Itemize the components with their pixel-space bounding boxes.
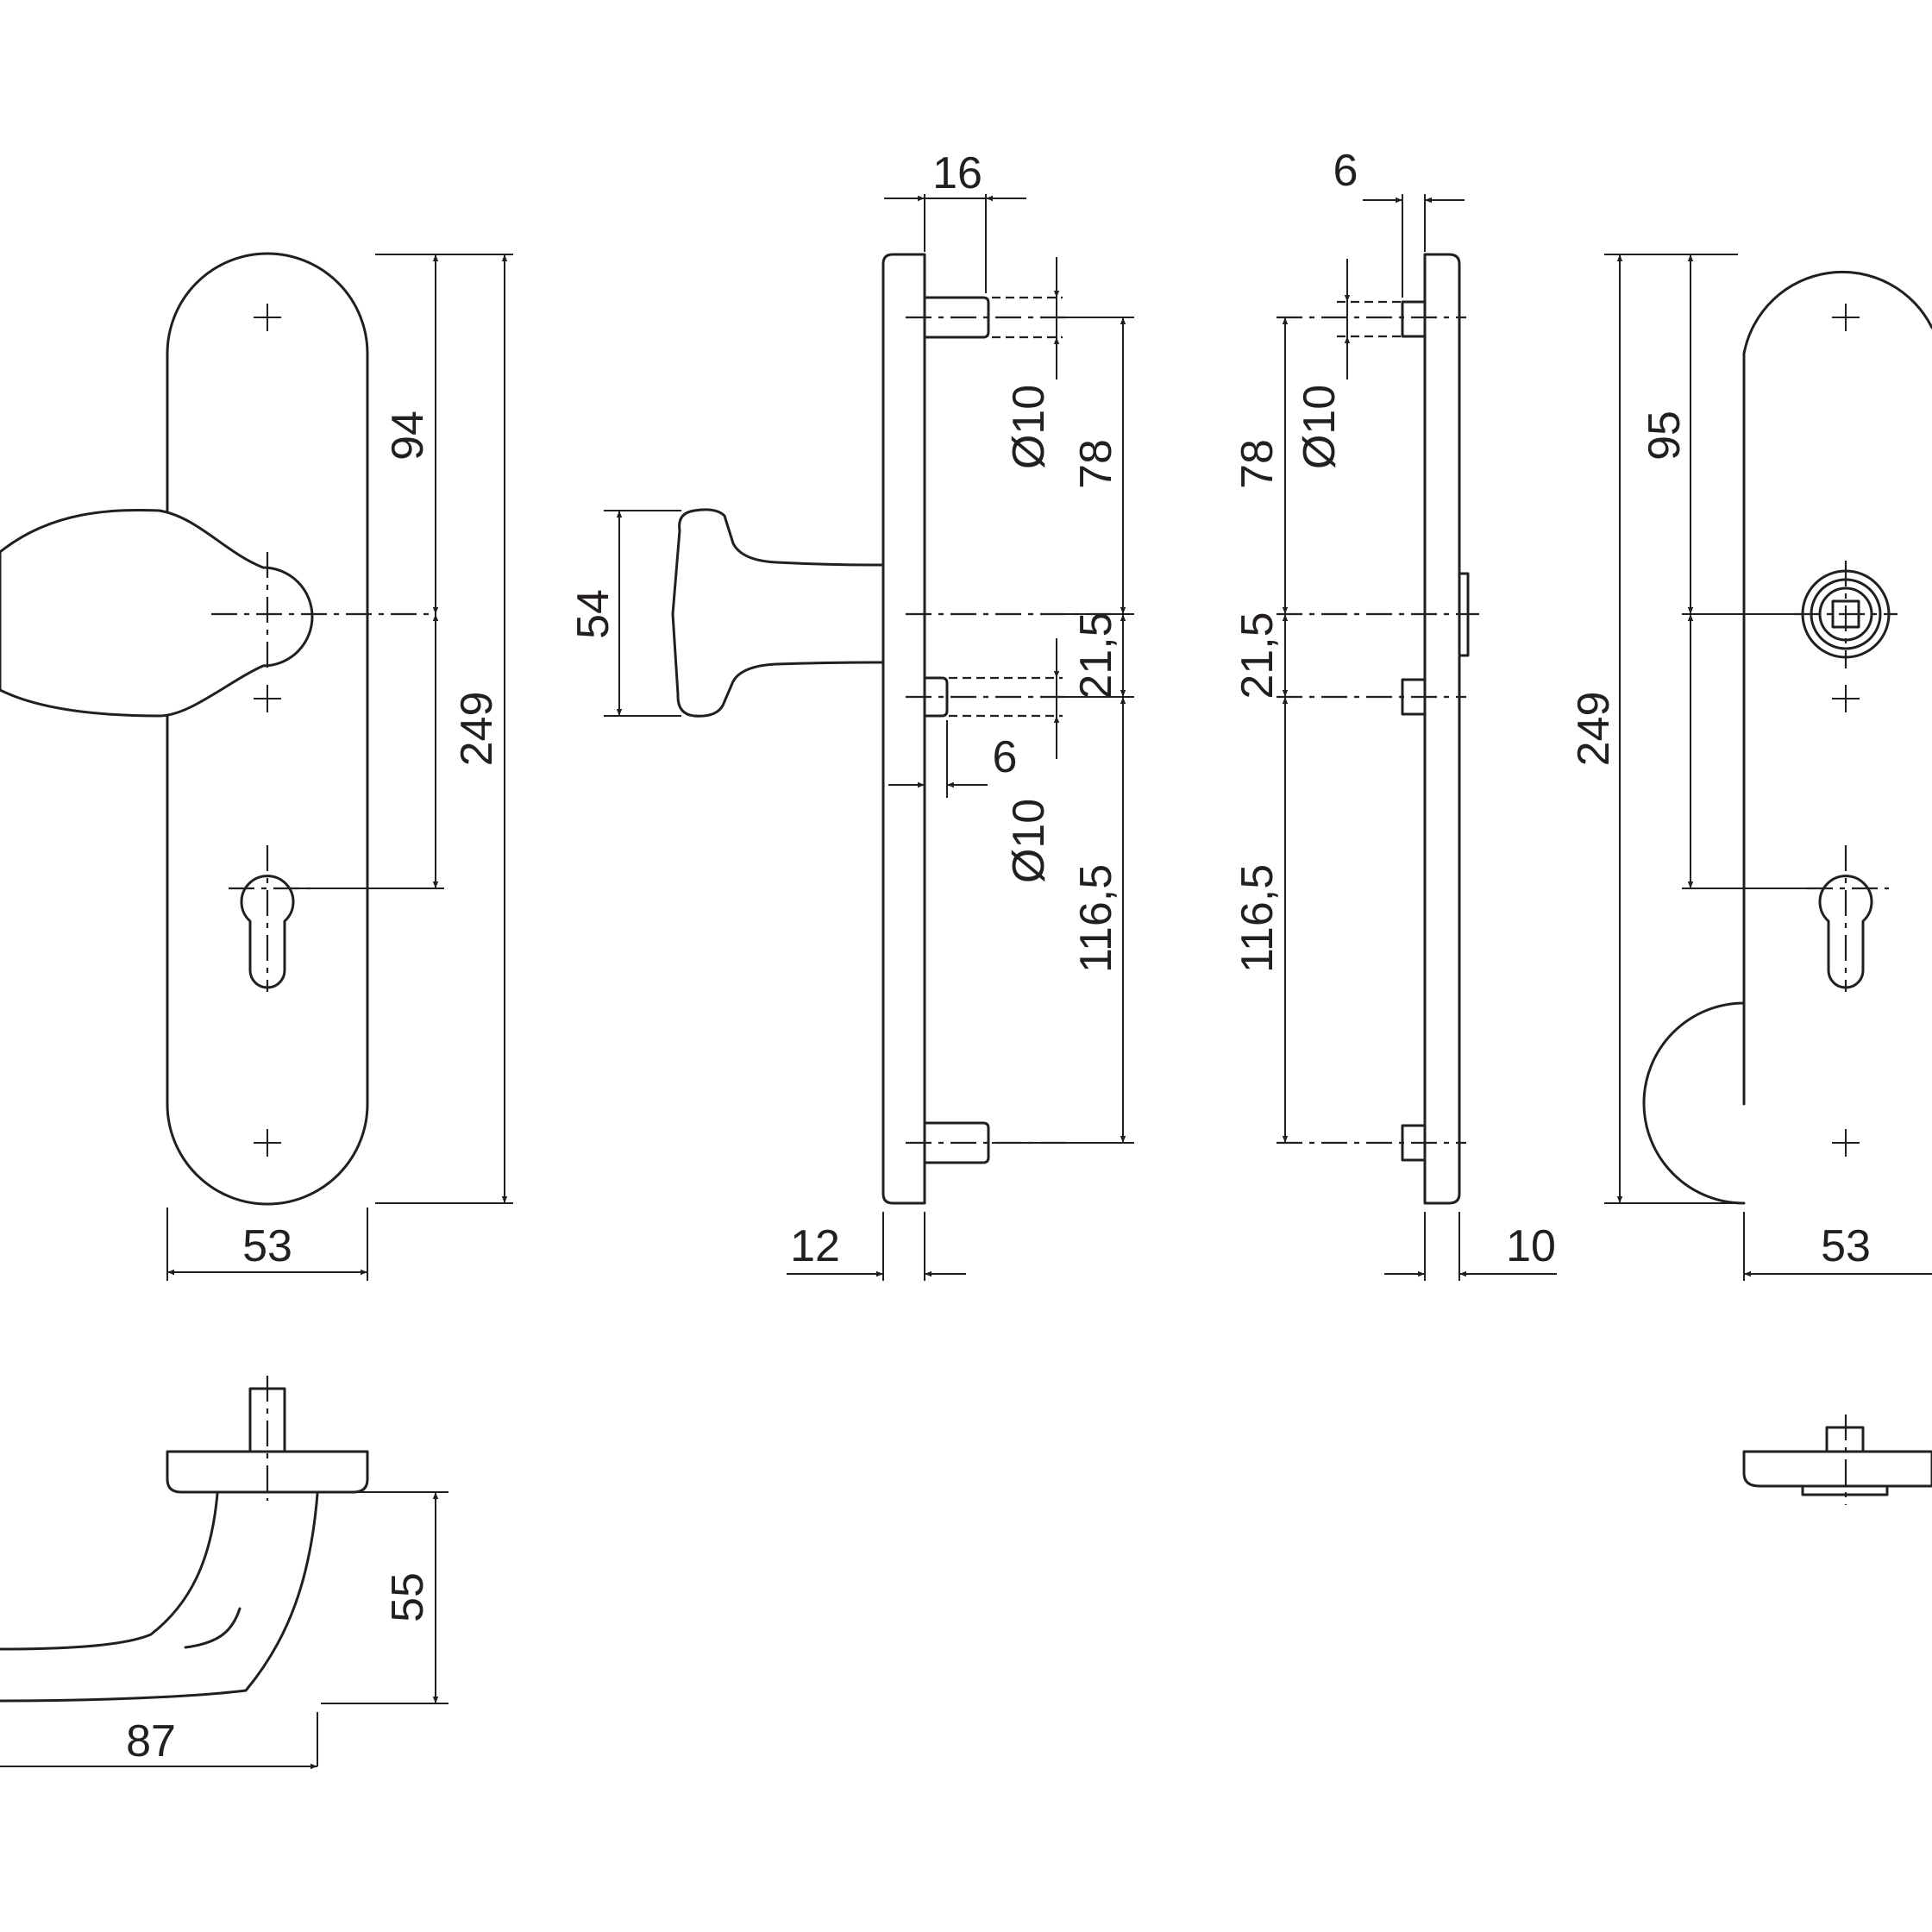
screw-mark — [1832, 304, 1860, 331]
pin-mid — [923, 676, 949, 718]
knob-rosette — [0, 509, 314, 718]
front-plate-outline — [166, 252, 369, 1206]
front-plate-right-outline — [1642, 270, 1932, 1205]
front-view-left: 94 249 53 — [0, 252, 513, 1281]
dim-plate-thickness-right: 10 — [1506, 1221, 1556, 1271]
top-view-lever: 55 87 — [0, 1376, 448, 1770]
side-view-right: 6 Ø10 78 21,5 116,5 10 — [1233, 146, 1557, 1281]
dim-height: 249 — [452, 692, 502, 767]
dim-upper-distance-right: 95 — [1640, 411, 1690, 461]
screw-mark — [1832, 1129, 1860, 1157]
dim-spacing-mid: 21,5 — [1071, 612, 1121, 699]
screw-mark — [254, 685, 281, 712]
screw-mark — [254, 304, 281, 331]
dim-lever-projection: 55 — [383, 1572, 433, 1622]
cylinder-keyhole — [240, 875, 295, 989]
dim-spacing-top-right: 78 — [1233, 439, 1283, 489]
rosette-top-right — [1742, 1450, 1932, 1488]
dim-width-right: 53 — [1821, 1221, 1871, 1271]
top-view-right — [1742, 1414, 1932, 1505]
dim-knob-height: 54 — [568, 589, 618, 639]
dim-height-right: 249 — [1569, 692, 1619, 767]
screw-mark — [1832, 685, 1860, 712]
dim-width: 53 — [242, 1221, 292, 1271]
dim-lever-length: 87 — [126, 1716, 176, 1766]
dim-spacing-mid-right: 21,5 — [1233, 612, 1283, 699]
lever-handle-top — [0, 1492, 219, 1651]
dim-pin-offset: 16 — [932, 148, 982, 198]
dim-pin-diameter-mid: Ø10 — [1004, 799, 1054, 883]
side-view-left: 16 Ø10 Ø10 78 21,5 116,5 6 12 54 — [568, 148, 1134, 1281]
front-view-right: 249 95 53 — [1569, 254, 1932, 1281]
dim-upper-distance: 94 — [383, 411, 433, 461]
side-plate-right — [1423, 253, 1461, 1205]
knob-profile — [671, 508, 885, 718]
dim-spacing-low: 116,5 — [1071, 864, 1121, 973]
dim-spacing-low-right: 116,5 — [1233, 864, 1283, 973]
side-plate-left — [881, 253, 926, 1205]
dim-pin-offset-right: 6 — [1333, 146, 1358, 196]
screw-mark — [254, 1129, 281, 1157]
cylinder-keyhole-right — [1818, 875, 1873, 989]
dim-spacing-top: 78 — [1071, 439, 1121, 489]
dim-pin-diameter-right: Ø10 — [1295, 385, 1345, 469]
dim-plate-thickness: 12 — [790, 1221, 840, 1271]
dim-pin-diameter-top: Ø10 — [1004, 385, 1054, 469]
dim-pin-short: 6 — [993, 732, 1018, 782]
